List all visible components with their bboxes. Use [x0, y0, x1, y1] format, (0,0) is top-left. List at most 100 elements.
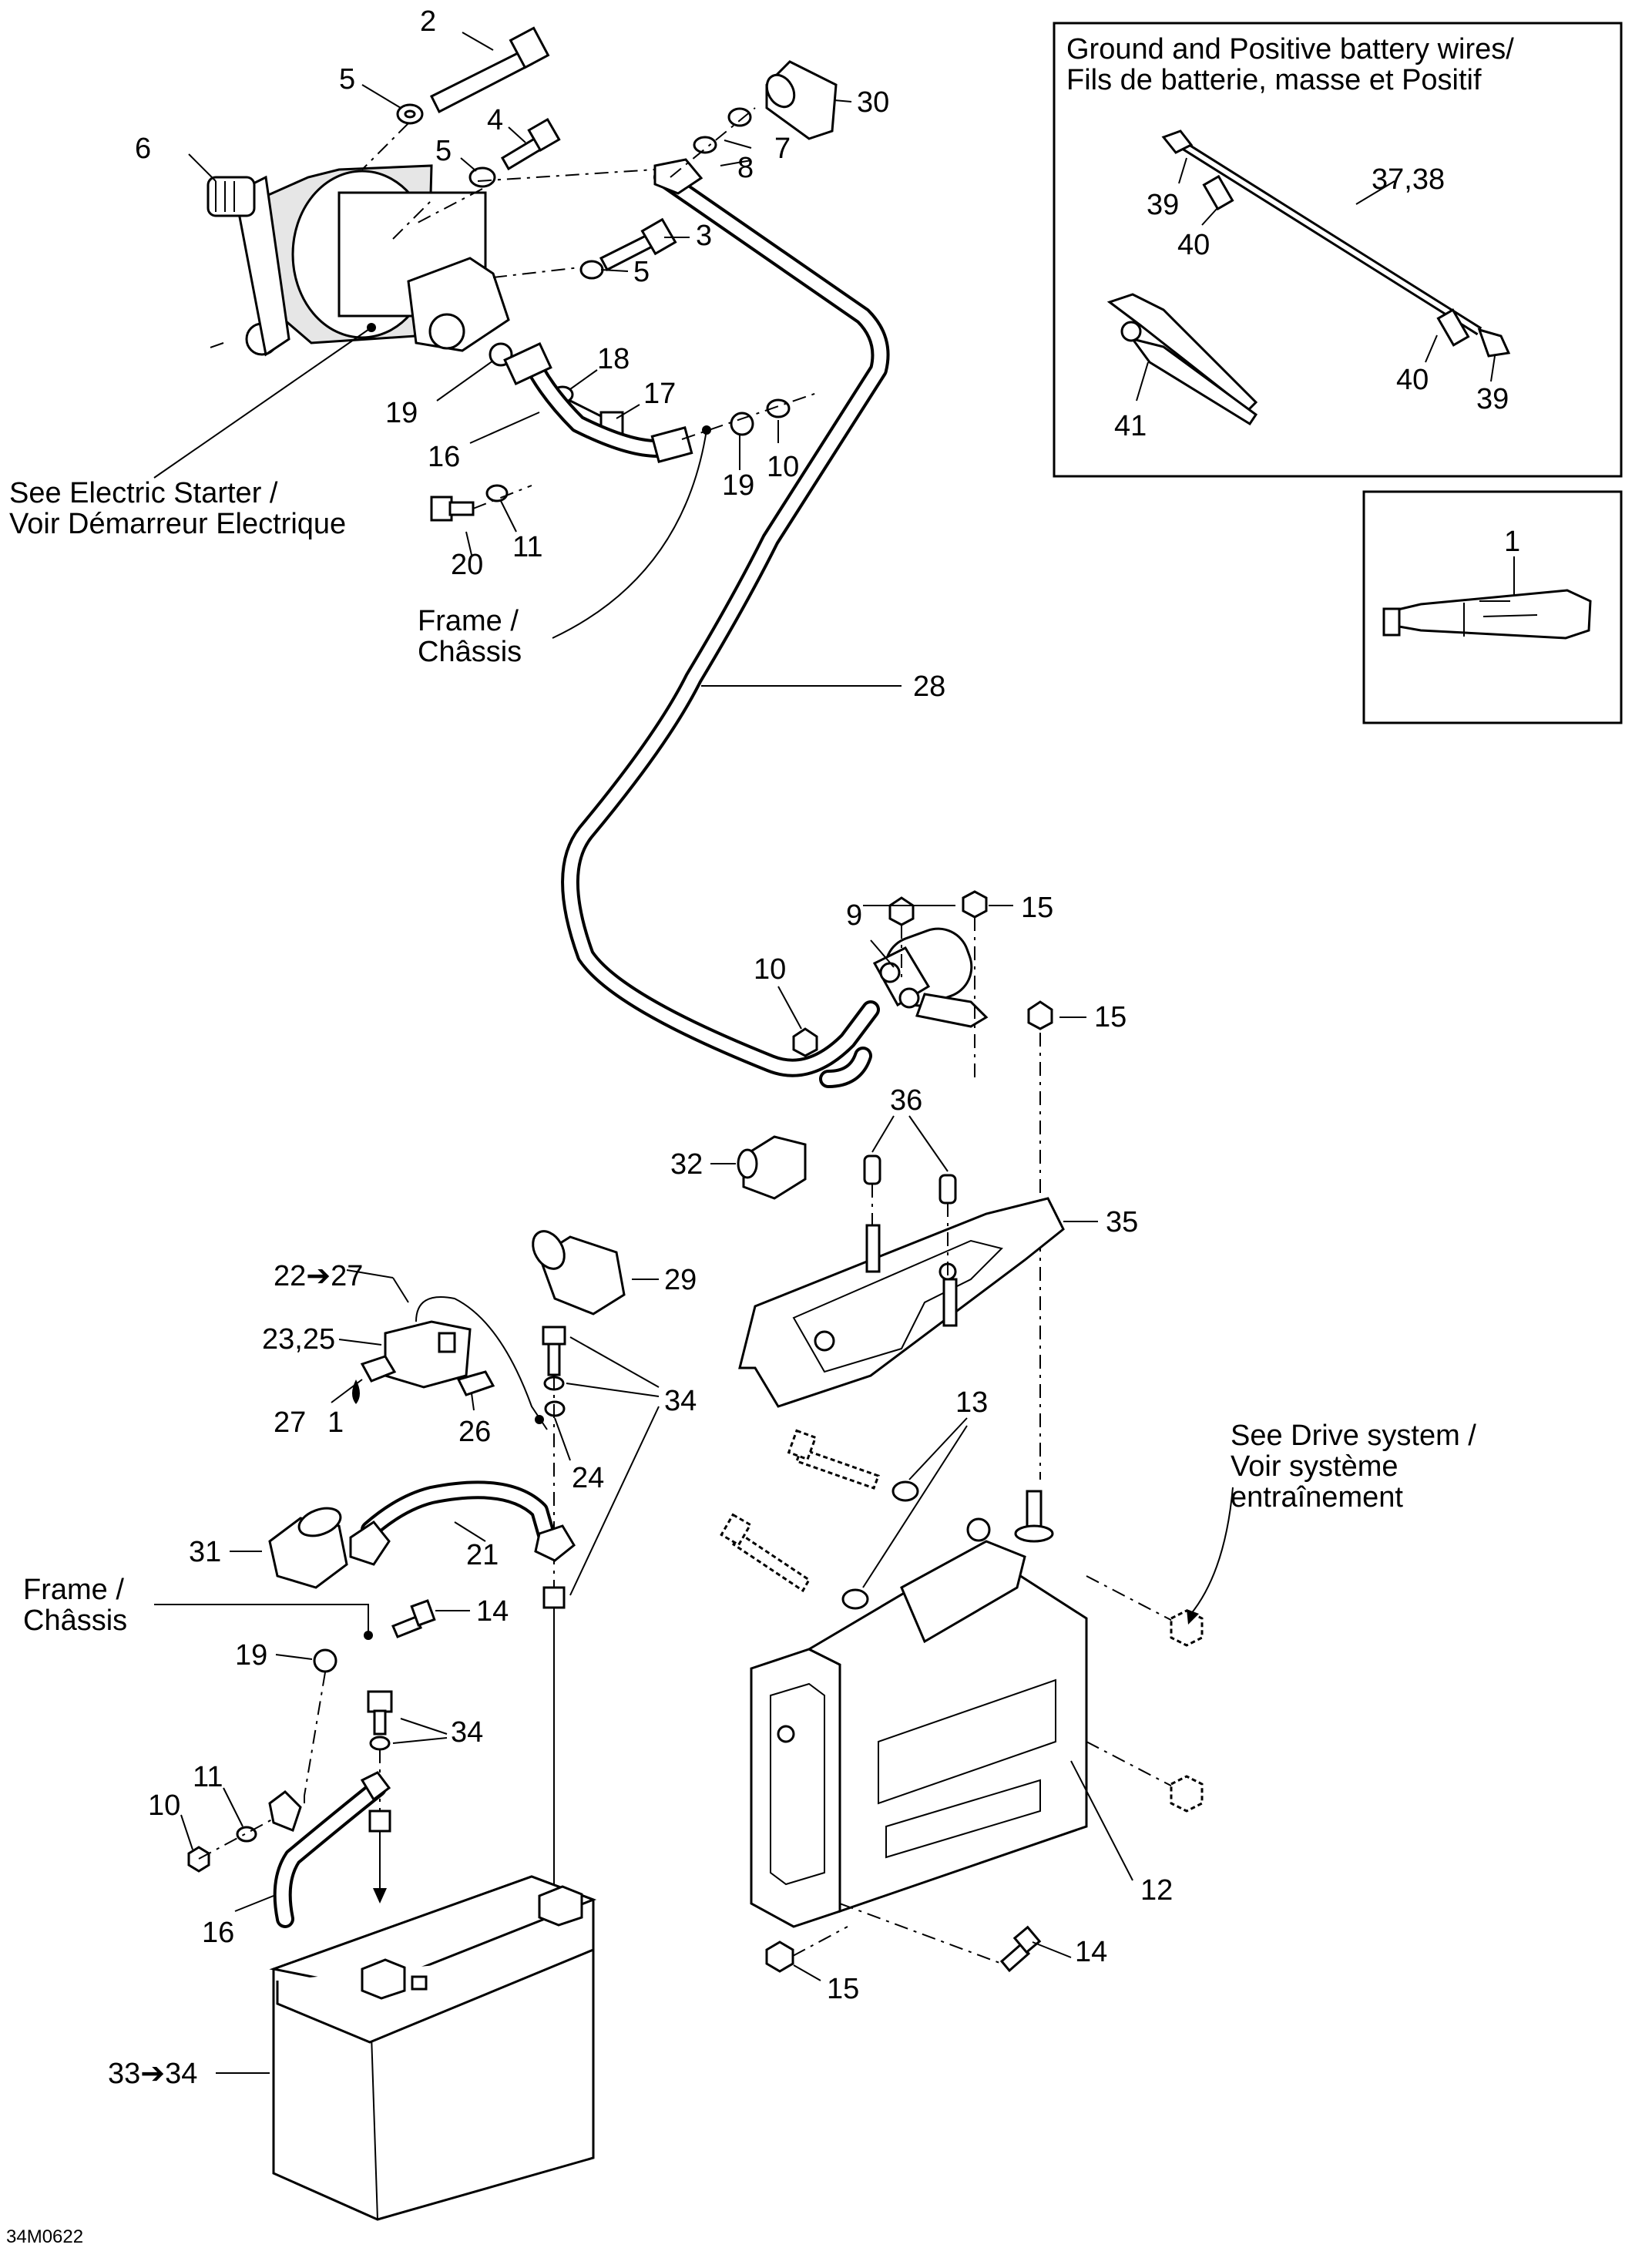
- callout-14: 14: [1075, 1936, 1107, 1968]
- nut-10: [792, 1027, 818, 1057]
- fuse-holder-assembly: 29 22➔27 23,25 27 1 26 24 34: [23, 1230, 697, 1954]
- starter-pinion-6: [206, 176, 256, 217]
- nut-15: [888, 896, 915, 926]
- callout-23-25: 23,25: [262, 1323, 335, 1356]
- terminal-boot-31: [268, 1517, 348, 1589]
- callout-16: 16: [202, 1917, 234, 1949]
- callout-39: 39: [1476, 383, 1509, 415]
- nut-7: [727, 107, 752, 127]
- washer-13: [891, 1480, 919, 1502]
- battery-tray-assembly: 13 See Drive system / Voir système entra…: [720, 1386, 1476, 2005]
- label-see-electric-starter: See Electric Starter /: [9, 477, 278, 509]
- callout-15: 15: [827, 1973, 859, 2005]
- callout-11: 11: [512, 531, 542, 563]
- callout-1: 1: [1504, 526, 1520, 558]
- terminal-boot-32: [742, 1135, 807, 1200]
- inset-frame: [1053, 22, 1623, 478]
- washer-13: [841, 1588, 869, 1610]
- callout-40: 40: [1396, 364, 1429, 396]
- callout-40: 40: [1177, 229, 1210, 261]
- callout-36: 36: [890, 1084, 922, 1117]
- heat-shrink-40-top: [1202, 174, 1234, 211]
- figure-code: 34M0622: [6, 2226, 83, 2247]
- callout-15: 15: [1021, 892, 1053, 924]
- inset-battery-wires: Ground and Positive battery wires/ Fils …: [1053, 22, 1623, 478]
- callout-4: 4: [487, 104, 503, 136]
- callout-2: 2: [420, 5, 436, 38]
- callout-39: 39: [1147, 189, 1179, 221]
- nut-34: [368, 1809, 391, 1833]
- washer-5: [579, 260, 604, 280]
- washer-11: [485, 484, 509, 502]
- nut-10: [187, 1846, 210, 1873]
- bolt-14: [391, 1615, 422, 1638]
- fuse-holder-23-25: [384, 1320, 472, 1389]
- stud-36: [865, 1224, 881, 1273]
- washer-8: [693, 136, 717, 154]
- battery-assembly: 34 11 10 16 33➔34: [108, 1690, 597, 2221]
- washer-5: [468, 166, 496, 188]
- nut-34: [542, 1586, 566, 1609]
- stud-36: [942, 1278, 958, 1327]
- lock-washer-19: [730, 412, 754, 436]
- callout-26: 26: [458, 1416, 491, 1448]
- fuse-cover-27: [360, 1355, 397, 1383]
- drive-system-nut: [1170, 1775, 1204, 1813]
- callout-13: 13: [955, 1386, 988, 1419]
- solenoid-assembly: 15 9 10 15: [754, 890, 1127, 1480]
- battery-terminal-negative: [361, 1958, 406, 2000]
- callout-27: 27: [274, 1406, 306, 1439]
- nut-15: [765, 1941, 794, 1973]
- nut-10: [766, 398, 791, 418]
- bolt-34: [542, 1326, 566, 1346]
- callout-15: 15: [1094, 1001, 1127, 1033]
- label-see-drive-system: See Drive system /: [1231, 1420, 1476, 1452]
- callout-32: 32: [670, 1148, 703, 1181]
- fuse-26: [456, 1370, 495, 1396]
- callout-37-38: 37,38: [1372, 163, 1445, 196]
- callout-5: 5: [435, 135, 452, 167]
- callout-19: 19: [722, 469, 754, 502]
- inset-frame: [1362, 490, 1623, 724]
- callout-8: 8: [737, 152, 754, 184]
- label-voir-systeme: Voir système: [1231, 1450, 1398, 1483]
- inset-title-line2: Fils de batterie, masse et Positif: [1066, 64, 1482, 96]
- callout-30: 30: [857, 86, 889, 119]
- cable-terminal-8: [653, 158, 703, 195]
- callout-24: 24: [572, 1462, 604, 1494]
- callout-6: 6: [135, 133, 151, 165]
- crimp-tool-41: [1106, 293, 1258, 412]
- bolt-2: [429, 49, 534, 114]
- drive-system-nut: [1170, 1609, 1204, 1647]
- callout-21: 21: [466, 1539, 499, 1571]
- nut-15: [1027, 1000, 1053, 1030]
- callout-33-34: 33➔34: [108, 2058, 197, 2090]
- label-chassis: Châssis: [23, 1605, 127, 1637]
- callout-10: 10: [767, 451, 799, 483]
- callout-34: 34: [451, 1716, 483, 1749]
- callout-5: 5: [633, 256, 650, 288]
- bolt-13: [795, 1447, 880, 1490]
- callout-34: 34: [664, 1385, 697, 1417]
- label-chassis: Châssis: [418, 636, 522, 668]
- label-frame: Frame /: [418, 605, 519, 637]
- callout-20: 20: [451, 549, 483, 581]
- battery-tray-12: [750, 1648, 841, 1928]
- starter-assembly: 2 5 4 6 5 30 7 8 3 5 18 17 19 16 10 19 2…: [9, 5, 889, 668]
- callout-10: 10: [754, 953, 786, 986]
- callout-11: 11: [193, 1761, 223, 1793]
- wire-terminal-39-bottom: [1477, 328, 1511, 358]
- callout-41: 41: [1114, 410, 1147, 442]
- lock-washer-19: [313, 1648, 337, 1673]
- callout-3: 3: [696, 220, 712, 252]
- callout-7: 7: [774, 133, 791, 165]
- inset-compound-tube: 1: [1362, 490, 1623, 724]
- washer-34: [369, 1736, 391, 1751]
- inset-title-line1: Ground and Positive battery wires/: [1066, 33, 1514, 66]
- callout-19: 19: [385, 397, 418, 429]
- callout-28: 28: [913, 670, 945, 703]
- callout-22-27: 22➔27: [274, 1260, 363, 1292]
- callout-14: 14: [476, 1595, 509, 1628]
- callout-10: 10: [148, 1789, 180, 1822]
